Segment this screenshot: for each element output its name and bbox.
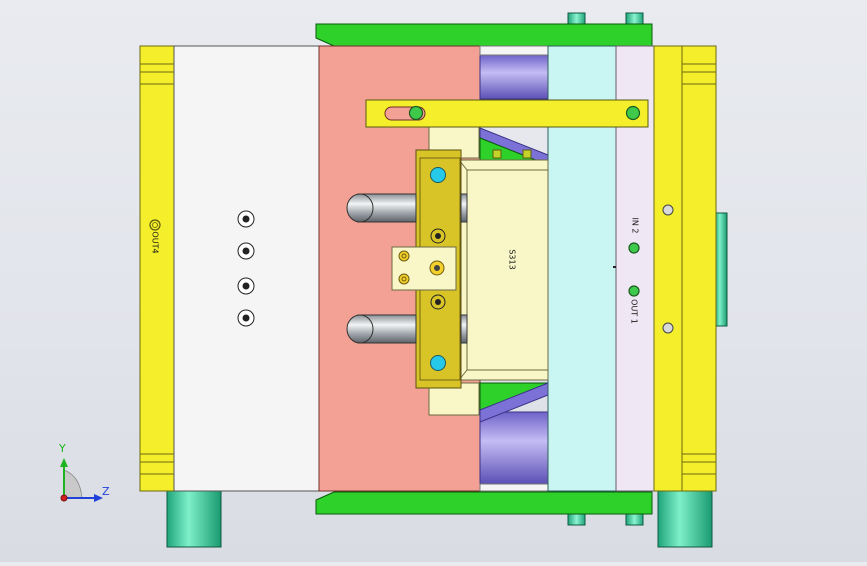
triad-y-label: Y bbox=[59, 442, 66, 455]
ejector-support-plate-left[interactable] bbox=[139, 45, 175, 492]
guide-pin-bottom[interactable] bbox=[479, 411, 549, 485]
out1-label: OUT 1 bbox=[629, 299, 639, 324]
clamp-plate-white[interactable] bbox=[173, 45, 320, 492]
locating-ring[interactable] bbox=[714, 212, 728, 327]
ejector-support-plate-right[interactable] bbox=[653, 45, 683, 492]
in2-label: IN 2 bbox=[630, 217, 640, 234]
cooling-fitting-bottom[interactable] bbox=[567, 511, 644, 526]
slider-clamp-block[interactable] bbox=[391, 246, 457, 291]
lifter-bottom[interactable] bbox=[479, 382, 549, 423]
core-insert[interactable] bbox=[458, 159, 549, 381]
ejector-pin-lower[interactable] bbox=[346, 314, 468, 344]
rear-clamp-plate[interactable] bbox=[681, 45, 717, 492]
top-clamp-plate[interactable] bbox=[315, 23, 653, 47]
link-bar[interactable] bbox=[365, 99, 649, 128]
coordinate-triad bbox=[60, 458, 103, 502]
cooling-fitting-top[interactable] bbox=[567, 12, 644, 27]
ejector-pin-upper[interactable] bbox=[346, 193, 468, 223]
bottom-clamp-plate[interactable] bbox=[315, 491, 653, 515]
screw-holes bbox=[237, 210, 255, 327]
out4-label: OUT4 bbox=[150, 231, 160, 254]
leader-pin-bottom-left[interactable] bbox=[166, 489, 222, 548]
guide-pin-top[interactable] bbox=[479, 54, 549, 100]
triad-z-label: Z bbox=[102, 485, 110, 498]
part-id-label: S313 bbox=[507, 249, 517, 270]
leader-pin-bottom-right[interactable] bbox=[657, 489, 713, 548]
